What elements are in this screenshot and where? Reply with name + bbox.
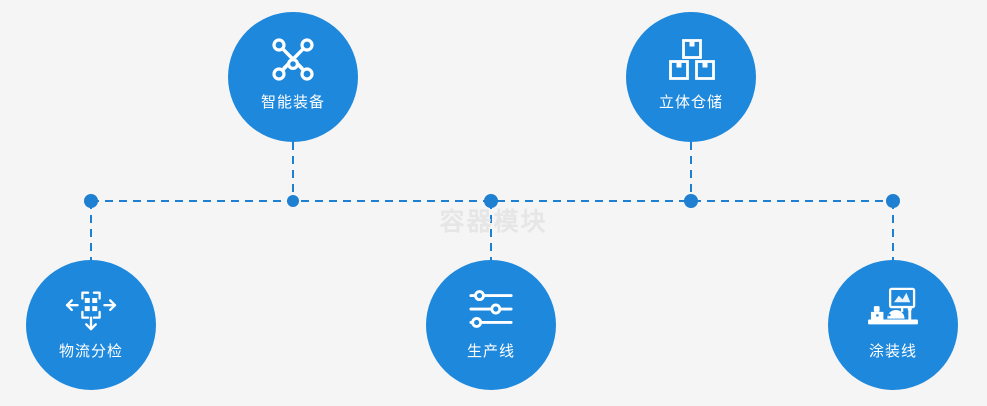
node-label: 智能装备 xyxy=(260,93,325,111)
center-watermark: 容器模块 xyxy=(439,208,548,236)
node-label: 物流分检 xyxy=(58,342,123,360)
node-logistics-sorting[interactable]: 物流分检 xyxy=(26,260,156,390)
node-smart-equipment[interactable]: 智能装备 xyxy=(228,12,358,142)
spine-dot-3[interactable] xyxy=(484,194,498,208)
node-label: 涂装线 xyxy=(868,342,917,360)
node-production-line[interactable]: 生产线 xyxy=(426,260,556,390)
stacked-boxes-icon xyxy=(669,39,715,80)
spine-dot-1[interactable] xyxy=(84,194,98,208)
sliders-icon xyxy=(469,290,513,328)
node-stereoscopic-warehouse[interactable]: 立体仓储 xyxy=(626,12,756,142)
node-label: 生产线 xyxy=(466,342,515,360)
paint-workstation-icon xyxy=(868,287,918,325)
network-nodes-icon xyxy=(272,38,314,81)
node-label: 立体仓储 xyxy=(658,93,723,111)
spine-dot-2[interactable] xyxy=(287,195,299,207)
spine-dot-4[interactable] xyxy=(684,194,698,208)
node-painting-line[interactable]: 涂装线 xyxy=(828,260,958,390)
spine-dot-5[interactable] xyxy=(886,194,900,208)
sorting-distribution-icon xyxy=(65,291,117,331)
